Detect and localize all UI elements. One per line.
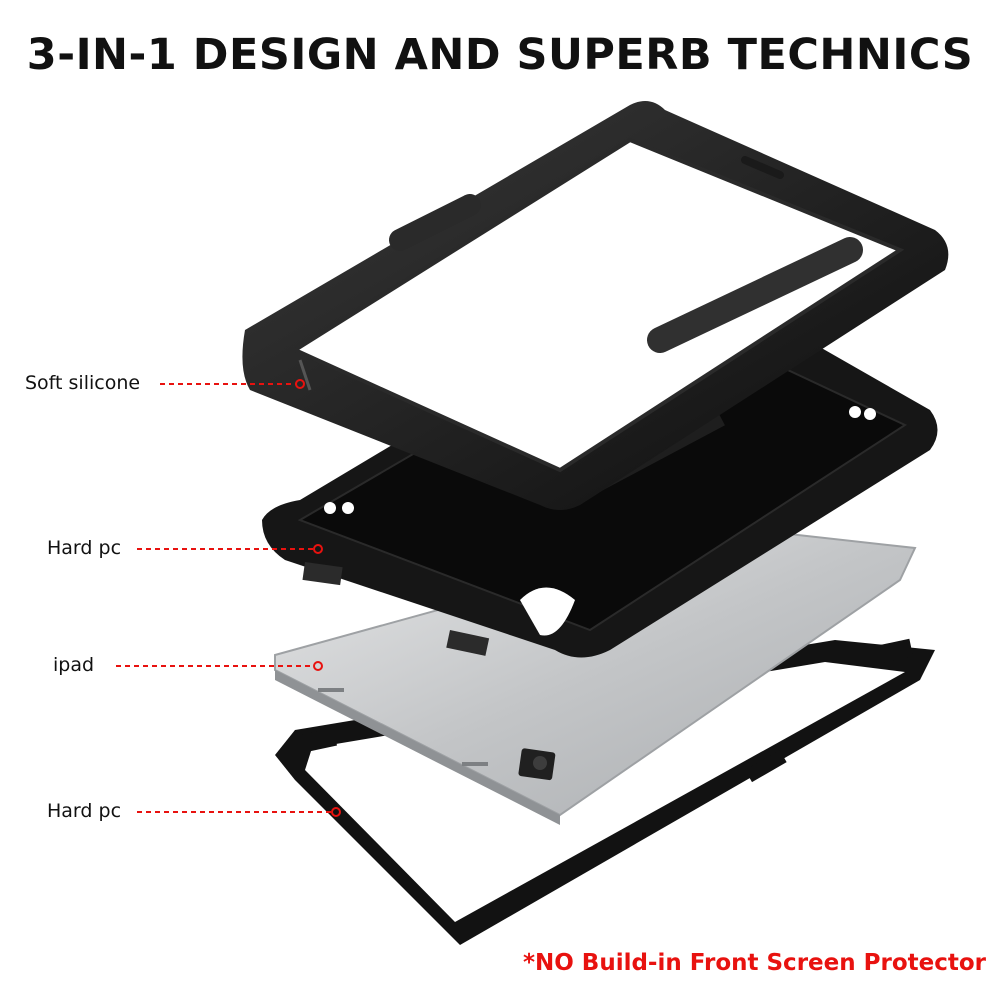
callout-leaders	[116, 379, 341, 817]
callout-hard-pc-back: Hard pc	[47, 537, 122, 559]
soft-silicone-frame	[242, 101, 949, 510]
callout-hard-pc-front: Hard pc	[47, 800, 122, 822]
callout-soft-silicone: Soft silicone	[25, 372, 141, 394]
callout-ipad: ipad	[53, 654, 95, 676]
page-title: 3-IN-1 DESIGN AND SUPERB TECHNICS	[26, 30, 974, 80]
screen-protector-note: *NO Build-in Front Screen Protector	[522, 950, 986, 976]
